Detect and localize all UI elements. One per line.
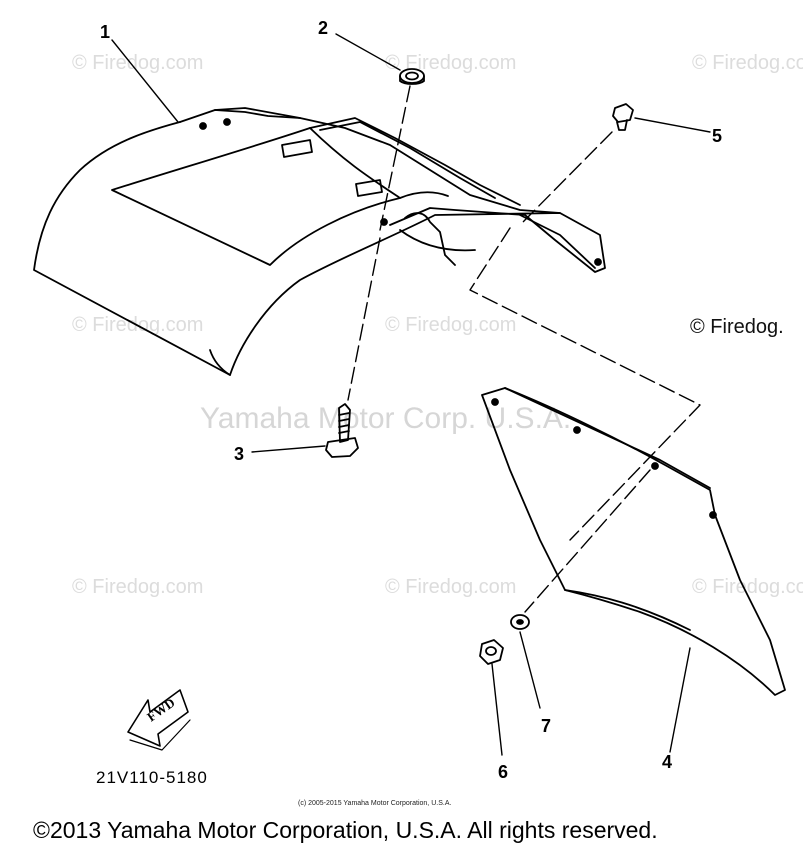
collar-part-6 (479, 639, 504, 665)
fwd-arrow-icon (127, 689, 191, 751)
rear-fender-part (33, 107, 606, 376)
assembly-lines (347, 85, 701, 613)
watermark-yamaha: Yamaha Motor Corp. U.S.A. (200, 402, 572, 435)
watermark-firedog: © Firedog.com (72, 576, 204, 598)
footer-copyright: ©2013 Yamaha Motor Corporation, U.S.A. A… (33, 817, 658, 843)
small-copyright: (c) 2005-2015 Yamaha Motor Corporation, … (298, 800, 452, 807)
nut-part-2 (399, 68, 425, 85)
watermark-firedog: © Firedog.com (72, 52, 204, 74)
callout-7: 7 (541, 716, 552, 736)
watermark-firedog: © Firedog.com (385, 576, 517, 598)
callout-5: 5 (712, 126, 723, 146)
bolt-part-3 (325, 403, 359, 458)
leader-lines (111, 33, 711, 756)
watermark-firedog-cut: © Firedog. (690, 316, 784, 338)
callout-2: 2 (318, 18, 329, 38)
washer-part-7 (510, 614, 530, 630)
callout-3: 3 (234, 444, 245, 464)
watermark-firedog: © Firedog.com (385, 314, 517, 336)
diagram-code: 21V110-5180 (96, 768, 208, 787)
side-cover-part (481, 387, 786, 696)
watermark-firedog: © Firedog.com (692, 52, 803, 74)
callout-4: 4 (662, 752, 673, 772)
watermark-firedog: © Firedog.com (692, 576, 803, 598)
watermark-firedog: © Firedog.com (385, 52, 517, 74)
callout-6: 6 (498, 762, 509, 782)
screw-part-5 (612, 103, 634, 131)
callout-1: 1 (100, 22, 111, 42)
